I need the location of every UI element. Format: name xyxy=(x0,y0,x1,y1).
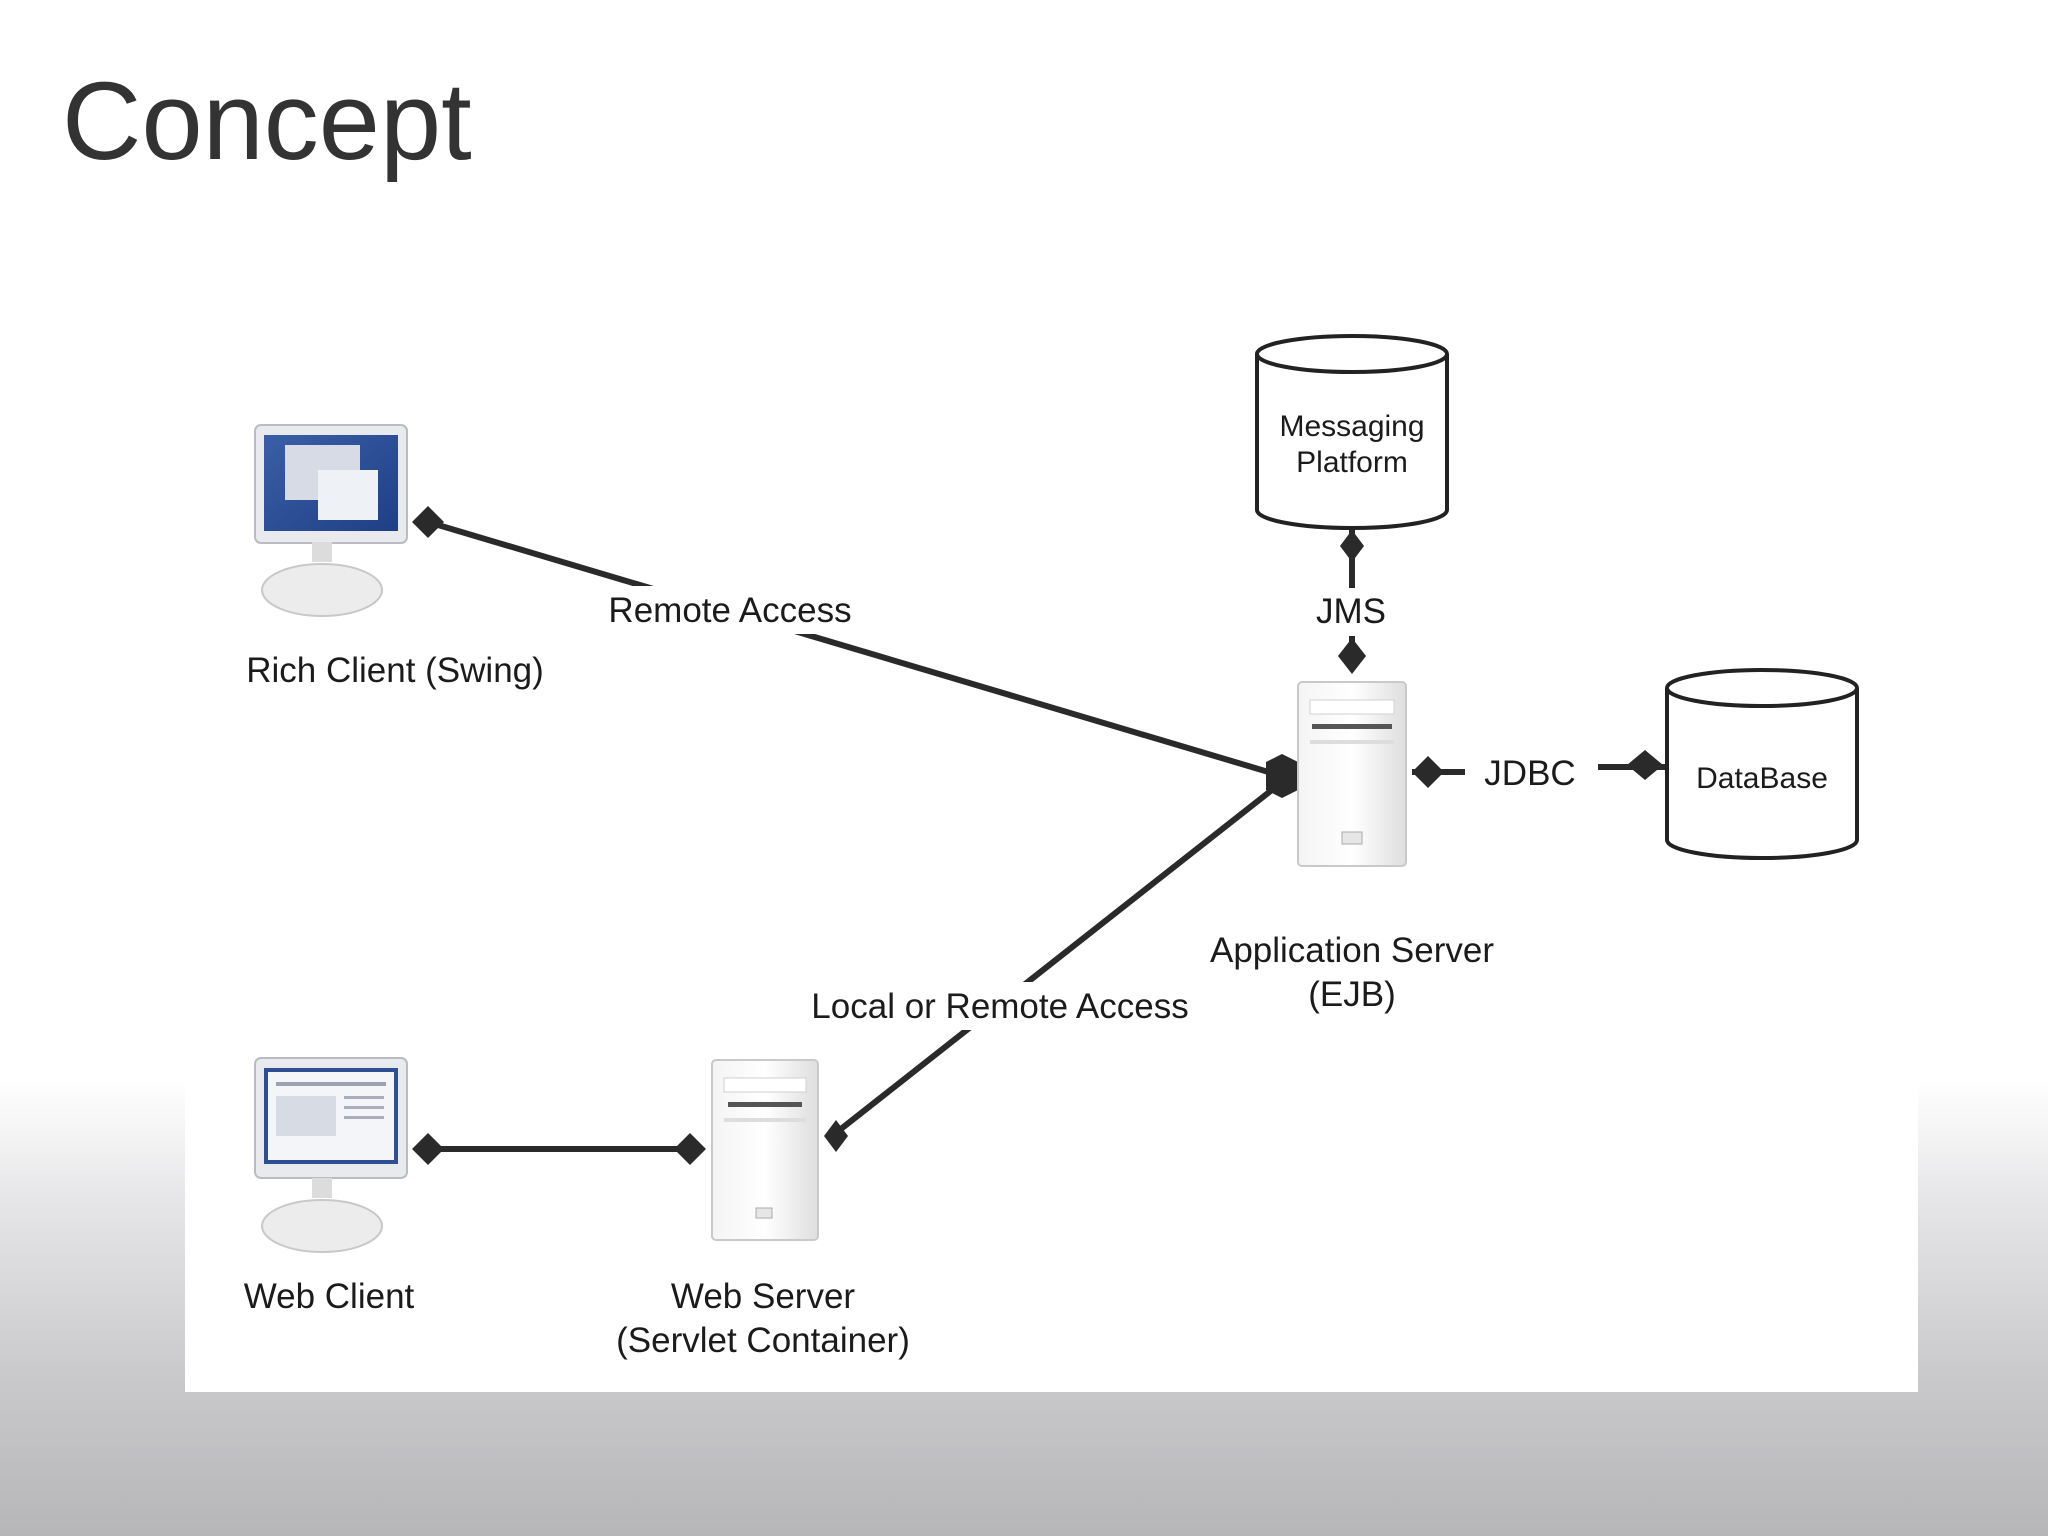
local-or-remote-access-label: Local or Remote Access xyxy=(811,987,1188,1026)
messaging-platform-label: Messaging xyxy=(1279,410,1424,443)
diamond-app-server-left xyxy=(1266,754,1298,798)
edge-web-server-to-app-server xyxy=(830,779,1284,1139)
application-server-tower-icon xyxy=(1297,681,1407,867)
web-server-tower-icon xyxy=(711,1059,819,1241)
slide-title: Concept xyxy=(62,60,472,183)
remote-access-label: Remote Access xyxy=(608,591,851,630)
connector-diamonds xyxy=(412,506,1663,1165)
application-server-sublabel: (EJB) xyxy=(1308,975,1396,1014)
diagram-panel xyxy=(185,235,1918,1392)
application-server-label: Application Server xyxy=(1210,931,1494,970)
rich-client-computer-icon xyxy=(254,424,408,617)
messaging-platform-sublabel: Platform xyxy=(1296,446,1408,479)
database-label: DataBase xyxy=(1696,762,1828,795)
web-client-label: Web Client xyxy=(244,1277,415,1316)
diamond-web-client xyxy=(412,1133,444,1165)
jms-label: JMS xyxy=(1316,592,1386,631)
diamond-app-server-right xyxy=(1412,756,1444,788)
database-cylinder xyxy=(1665,668,1859,860)
diamond-messaging-bottom xyxy=(1340,530,1364,562)
diamond-web-server-right xyxy=(824,1120,848,1152)
diamond-app-server-top xyxy=(1338,638,1366,674)
jdbc-label: JDBC xyxy=(1484,754,1575,793)
messaging-platform-cylinder xyxy=(1255,334,1449,530)
web-server-sublabel: (Servlet Container) xyxy=(616,1321,910,1360)
diamond-rich-client xyxy=(412,506,444,538)
web-server-label: Web Server xyxy=(671,1277,855,1316)
edge-rich-client-to-app-server xyxy=(427,519,1283,779)
diamond-web-server-left xyxy=(674,1133,706,1165)
rich-client-label: Rich Client (Swing) xyxy=(246,651,544,690)
web-client-computer-icon xyxy=(254,1057,408,1253)
diamond-database-left xyxy=(1627,750,1663,780)
